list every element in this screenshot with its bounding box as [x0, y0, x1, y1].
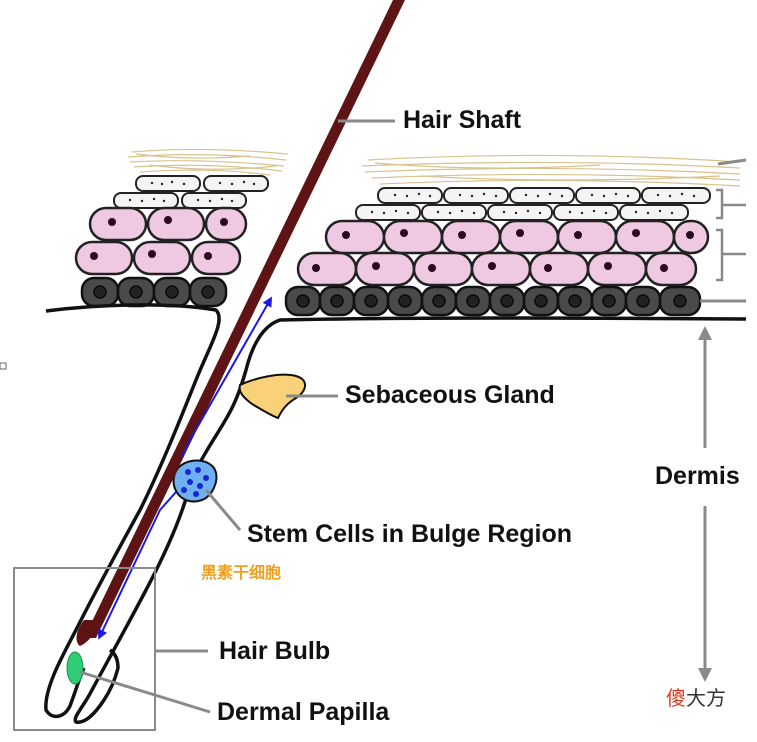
granules-right: [370, 192, 696, 215]
label-hair-bulb: Hair Bulb: [219, 637, 331, 665]
sebaceous-gland: [238, 373, 306, 420]
stratum-corneum-right: [361, 154, 741, 187]
hair-shaft-root: [76, 620, 100, 646]
granules-left: [128, 180, 256, 203]
bracket-granular: [716, 188, 746, 220]
hair-bulb-box: [13, 567, 156, 731]
label-dermis: Dermis: [655, 464, 740, 489]
label-melanocyte-stem-cells: 黑素干细胞: [201, 563, 282, 582]
stratum-corneum-left: [127, 148, 289, 176]
label-stem-cells: Stem Cells in Bulge Region: [247, 520, 573, 548]
hair-shaft: [84, 0, 405, 638]
migration-arrow-upper: [181, 296, 272, 459]
basal-nuclei-right: [296, 294, 687, 308]
dermal-papilla: [66, 651, 84, 685]
leader-dermal-papilla: [79, 670, 211, 714]
basal-nuclei-left: [93, 285, 215, 299]
spinous-layer-right: [296, 219, 710, 287]
label-hair-shaft: Hair Shaft: [403, 106, 522, 134]
spinous-layer-left: [74, 206, 248, 276]
granular-layer-right: [355, 187, 711, 221]
watermark-part2: 大方: [686, 686, 726, 710]
dermis-scale-arrow: [698, 326, 712, 682]
epidermis-left: [74, 175, 269, 308]
leader-lines: [79, 119, 747, 714]
follicle-outline-outer: [44, 303, 221, 719]
label-dermal-papilla: Dermal Papilla: [217, 698, 390, 726]
spinous-nuclei-right: [312, 229, 694, 272]
stem-cell-dots: [181, 467, 209, 497]
migration-arrow-lower: [98, 491, 177, 640]
label-sebaceous-gland: Sebaceous Gland: [345, 381, 555, 409]
watermark: 傻大方: [666, 688, 726, 708]
epidermis-right: [284, 187, 711, 317]
spinous-nuclei-left: [90, 216, 228, 260]
layer-brackets: [716, 188, 746, 282]
leader-stratum-corneum: [717, 158, 747, 166]
leader-stem-cells: [204, 489, 242, 531]
bracket-spinous: [716, 228, 746, 282]
granular-layer-left: [113, 175, 269, 209]
watermark-part1: 傻: [666, 686, 686, 710]
edge-marker: [0, 362, 7, 370]
